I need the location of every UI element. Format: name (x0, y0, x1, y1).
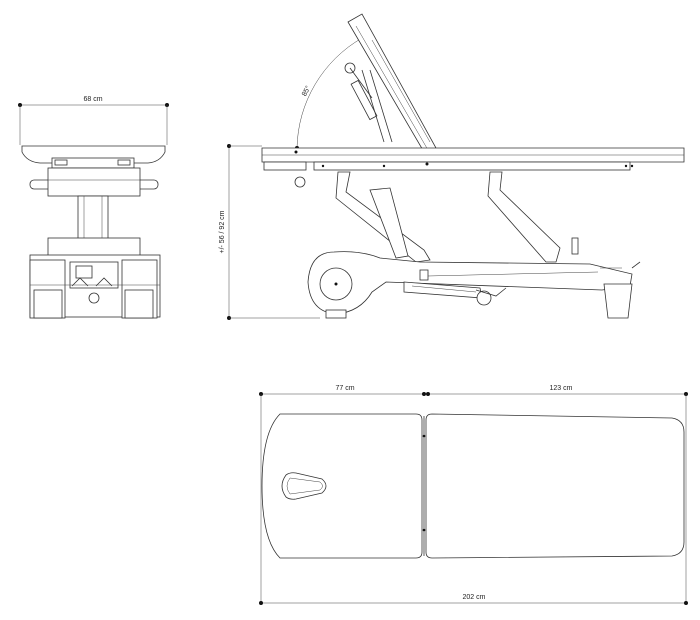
body-section-dimension: 123 cm (426, 385, 688, 396)
total-length-dimension: 202 cm (259, 594, 688, 605)
top-view: 77 cm 123 cm 202 cm (259, 385, 688, 605)
front-width-label: 68 cm (83, 96, 102, 103)
front-width-dimension: 68 cm (18, 96, 169, 145)
total-length-label: 202 cm (463, 594, 486, 601)
side-view: +/- 56 / 92 cm 85° (219, 13, 685, 320)
backrest-angle-dimension: 85° (295, 37, 364, 150)
backrest-angle-label: 85° (300, 84, 312, 97)
head-section-label: 77 cm (335, 385, 354, 392)
front-view: 68 cm (18, 96, 169, 319)
body-section-label: 123 cm (550, 385, 573, 392)
head-section-dimension: 77 cm (259, 385, 426, 396)
side-height-label: +/- 56 / 92 cm (219, 210, 226, 253)
side-height-dimension: +/- 56 / 92 cm (219, 144, 320, 320)
